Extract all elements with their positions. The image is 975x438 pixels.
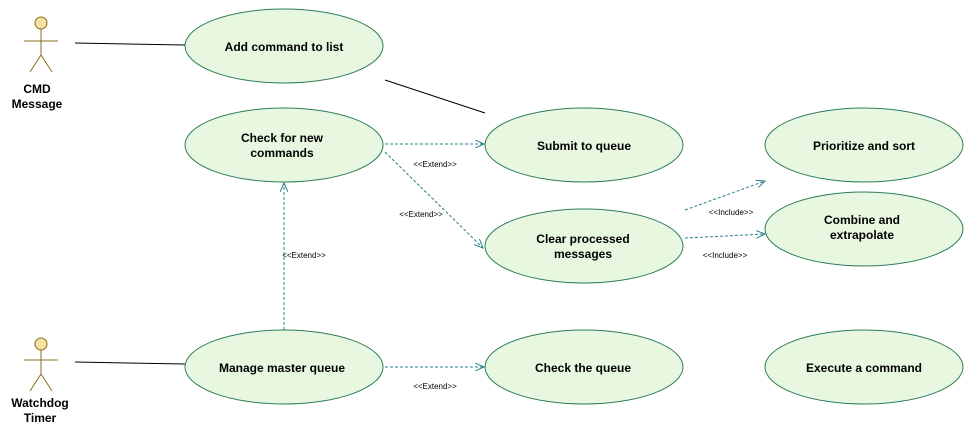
usecase-submit-to-queue[interactable]: Submit to queue — [484, 107, 684, 183]
include-arrow-clear-combine — [684, 234, 765, 239]
usecase-shape — [484, 208, 684, 284]
include-label-clear-combine: <<Include>> — [703, 251, 748, 260]
usecase-check-for-new-commands[interactable]: Check for new commands — [184, 107, 384, 183]
actor-watchdog-timer[interactable]: Watchdog Timer — [11, 337, 69, 425]
usecase-label-line1: Clear processed — [536, 232, 629, 246]
actor-name-line1: CMD — [23, 82, 51, 96]
include-label-clear-prioritize: <<Include>> — [709, 208, 754, 217]
usecase-label-line2: messages — [554, 247, 612, 261]
usecase-label-line2: extrapolate — [830, 228, 894, 242]
usecase-label: Manage master queue — [219, 361, 345, 375]
actor-name-line2: Timer — [24, 411, 57, 425]
actor-cmd-message[interactable]: CMD Message — [12, 16, 63, 111]
extend-label-manage-queue: <<Extend>> — [413, 382, 457, 391]
usecase-shape — [184, 329, 384, 405]
usecase-execute-a-command[interactable]: Execute a command — [764, 329, 964, 405]
usecase-label-line1: Check for new — [241, 131, 324, 145]
extend-label-check-submit: <<Extend>> — [413, 160, 457, 169]
usecase-check-the-queue[interactable]: Check the queue — [484, 329, 684, 405]
usecase-label: Prioritize and sort — [813, 139, 915, 153]
extend-arrow-check-clear — [384, 151, 483, 248]
usecase-prioritize-and-sort[interactable]: Prioritize and sort — [764, 107, 964, 183]
usecase-manage-master-queue[interactable]: Manage master queue — [184, 329, 384, 405]
association-watchdog-manage — [74, 361, 186, 365]
usecase-combine-and-extrapolate[interactable]: Combine and extrapolate — [764, 191, 964, 267]
usecase-clear-processed-messages[interactable]: Clear processed messages — [484, 208, 684, 284]
usecase-label: Execute a command — [806, 361, 922, 375]
extend-label-manage-check: <<Extend>> — [282, 251, 326, 260]
usecase-shape — [764, 329, 964, 405]
actor-icon — [24, 16, 58, 73]
extend-label-check-clear: <<Extend>> — [399, 210, 443, 219]
usecase-label: Add command to list — [225, 40, 344, 54]
association-add-command-submit — [384, 79, 486, 114]
usecase-shape — [484, 107, 684, 183]
include-arrow-clear-prioritize — [684, 181, 765, 211]
usecase-shape — [764, 191, 964, 267]
actor-name-line2: Message — [12, 97, 63, 111]
usecase-label-line1: Combine and — [824, 213, 900, 227]
usecase-shape — [184, 8, 384, 84]
usecase-shape — [764, 107, 964, 183]
usecase-label: Check the queue — [535, 361, 631, 375]
usecase-label: Submit to queue — [537, 139, 631, 153]
usecase-shape — [184, 107, 384, 183]
association-cmd-add-command — [74, 42, 186, 46]
actor-name-line1: Watchdog — [11, 396, 69, 410]
actor-icon — [24, 337, 58, 392]
usecase-label-line2: commands — [250, 146, 314, 160]
usecase-shape — [484, 329, 684, 405]
usecase-add-command-to-list[interactable]: Add command to list — [184, 8, 384, 84]
